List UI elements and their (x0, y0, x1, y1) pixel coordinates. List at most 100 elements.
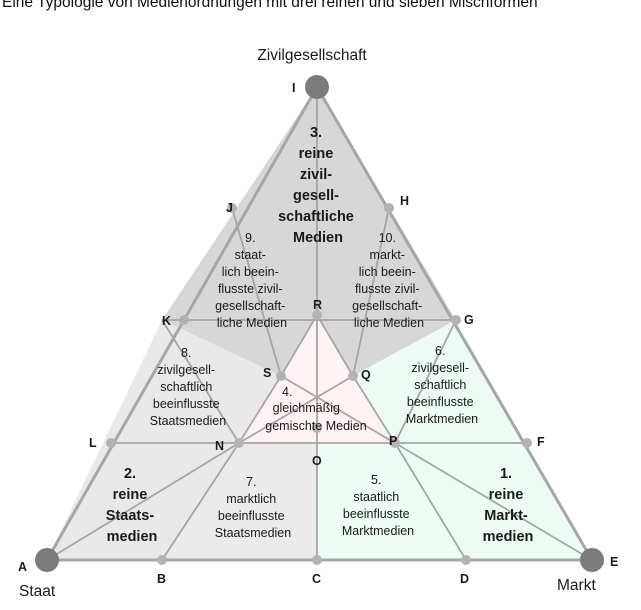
corner-label-staat: Staat (19, 583, 56, 600)
dot-r (312, 310, 322, 320)
line-q-n (238, 375, 354, 444)
region-1-line: reine (489, 487, 524, 503)
point-label-i: I (292, 81, 295, 95)
point-label-q: Q (361, 368, 371, 382)
line-q-p (352, 375, 396, 444)
line-a-n (46, 442, 240, 561)
point-label-l: L (89, 436, 97, 450)
region-6-line: beeinflusste (407, 395, 474, 409)
region-8-line: zivilgesell- (157, 363, 215, 377)
region-5-line: beeinflusste (343, 507, 410, 521)
region-label-6: 6. zivilgesell- schaftlich beeinflusste … (406, 344, 478, 426)
region-10-line: markt- (370, 248, 405, 262)
point-label-o: O (312, 454, 322, 468)
region-label-1: 1. reine Markt- medien (483, 466, 534, 545)
region-3-line: zivil- (300, 167, 332, 183)
line-s-p (280, 375, 396, 444)
region-2-line: medien (107, 529, 158, 545)
region-3-line: gesell- (293, 188, 339, 204)
dot-s (276, 371, 286, 381)
line-r-s (280, 314, 318, 377)
region-10-line: flusste zivil- (355, 282, 420, 296)
region-5-line: Marktmedien (342, 524, 414, 538)
region-6-line: Marktmedien (406, 412, 478, 426)
region-2-line: reine (113, 487, 148, 503)
region-5-line: 5. (371, 473, 381, 487)
region-3-line: 3. (310, 125, 322, 141)
region-8-line: Staatsmedien (150, 414, 226, 428)
dot-j (227, 203, 237, 213)
region-10-line: gesellschaft- (352, 299, 422, 313)
region-label-5: 5. staatlich beeinflusste Marktmedien (342, 473, 414, 538)
region-label-3: 3. reine zivil- gesell- schaftliche Medi… (278, 125, 358, 246)
region-3-line: Medien (293, 230, 343, 246)
corner-label-zivilgesellschaft: Zivilgesellschaft (257, 47, 367, 64)
region-label-4: 4. gleichmäßig gemischte Medien (265, 385, 366, 433)
region-left-staat-fill (47, 320, 281, 560)
dot-c (312, 555, 322, 565)
region-4-line: gemischte Medien (265, 419, 366, 433)
line-r-q (316, 314, 354, 377)
line-p-d (394, 442, 467, 561)
dot-e (580, 548, 604, 572)
region-8-line: beeinflusste (153, 397, 220, 411)
inner-lines (46, 87, 593, 561)
dot-d (461, 555, 471, 565)
point-label-n: N (215, 439, 224, 453)
point-label-a: A (18, 560, 27, 574)
region-label-9: 9. staat- lich beein- flusste zivil- ges… (215, 231, 289, 330)
line-g-p (394, 319, 457, 444)
region-6-line: zivilgesell- (411, 361, 469, 375)
region-7-line: beeinflusste (218, 509, 285, 523)
region-label-2: 2. reine Staats- medien (106, 466, 158, 545)
region-10-line: liche Medien (354, 316, 424, 330)
region-9-line: lich beein- (222, 265, 279, 279)
point-markers (106, 203, 532, 565)
region-bottom-left-fill (162, 443, 317, 560)
point-label-c: C (312, 572, 321, 586)
region-10-line: 10. (379, 231, 396, 245)
region-7-line: Staatsmedien (215, 526, 291, 540)
point-label-d: D (460, 572, 469, 586)
dot-f (522, 438, 532, 448)
dot-q (348, 371, 358, 381)
line-s-n (238, 375, 282, 444)
region-10-line: lich beein- (359, 265, 416, 279)
dot-h (384, 203, 394, 213)
region-6-line: 6. (435, 344, 445, 358)
region-1-line: Markt- (484, 508, 528, 524)
region-5-line: staatlich (353, 490, 399, 504)
point-label-p: P (389, 434, 397, 448)
region-6-line: schaftlich (414, 378, 466, 392)
region-4-line: 4. (282, 385, 292, 399)
region-1-line: 1. (500, 466, 512, 482)
line-n-b (161, 442, 240, 561)
dot-b (157, 555, 167, 565)
region-9-line: 9. (245, 231, 255, 245)
point-label-k: K (162, 314, 171, 328)
region-bottom-right-fill (317, 443, 466, 560)
region-label-10: 10. markt- lich beein- flusste zivil- ge… (352, 231, 426, 330)
region-1-line: medien (483, 529, 534, 545)
region-9-line: flusste zivil- (218, 282, 283, 296)
line-k-n (161, 319, 240, 444)
region-2-line: 2. (124, 466, 136, 482)
line-p-e (394, 442, 593, 561)
region-3-line: reine (299, 146, 334, 162)
dot-i (305, 75, 329, 99)
region-right-markt-fill (353, 320, 592, 560)
point-label-s: S (263, 366, 271, 380)
region-2-line: Staats- (106, 508, 155, 524)
point-label-e: E (610, 555, 618, 569)
region-9-line: gesellschaft- (215, 299, 285, 313)
region-4-line: gleichmäßig (273, 401, 340, 415)
line-j-s (231, 207, 282, 377)
dot-p (390, 438, 400, 448)
line-h-q (352, 207, 390, 377)
point-label-g: G (464, 313, 474, 327)
region-8-line: schaftlich (160, 380, 212, 394)
dot-o (312, 423, 322, 433)
region-top-zivilgesellschaft-fill (162, 87, 456, 376)
figure-title: Eine Typologie von Medienordnungen mit d… (2, 0, 538, 11)
